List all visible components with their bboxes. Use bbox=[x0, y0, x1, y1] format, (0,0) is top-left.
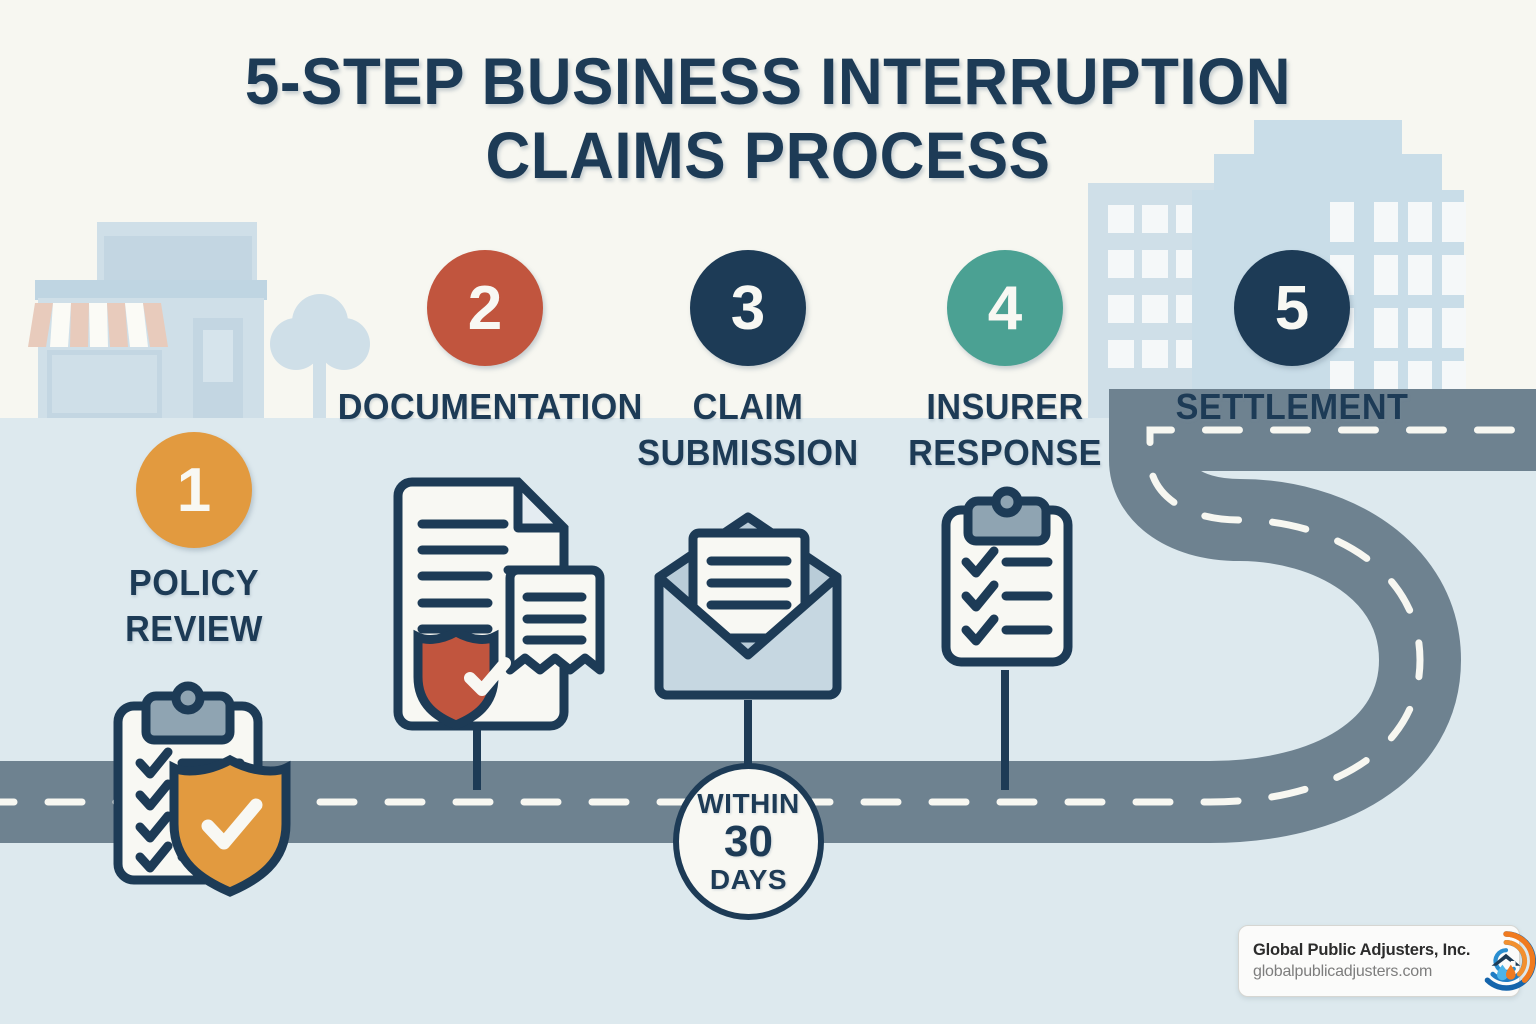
clipboard-checklist-icon bbox=[941, 486, 1073, 667]
step-1-number-circle[interactable]: 1 bbox=[136, 432, 252, 548]
document-receipt-shield-icon bbox=[393, 477, 605, 731]
tree-illustration bbox=[270, 294, 370, 418]
badge-number: 30 bbox=[724, 816, 773, 866]
step-4-label-line-2: RESPONSE bbox=[908, 432, 1102, 473]
step-3-label-line-2: SUBMISSION bbox=[637, 432, 859, 473]
storefront-illustration bbox=[28, 222, 267, 418]
step-2-label-line-1: DOCUMENTATION bbox=[337, 386, 643, 427]
step-3-label-line-1: CLAIM bbox=[692, 386, 804, 427]
step-5-number-circle[interactable]: 5 bbox=[1234, 250, 1350, 366]
title-line-2: CLAIMS PROCESS bbox=[485, 118, 1051, 192]
clipboard-shield-icon bbox=[113, 681, 291, 897]
step-4-label-line-1: INSURER bbox=[926, 386, 1084, 427]
badge-top-text: WITHIN bbox=[697, 787, 800, 819]
swoosh-house-logo-icon bbox=[1484, 931, 1536, 991]
company-name: Global Public Adjusters, Inc. bbox=[1253, 941, 1471, 959]
brand-text-block: Global Public Adjusters, Inc. globalpubl… bbox=[1253, 939, 1470, 983]
badge-bottom-text: DAYS bbox=[709, 863, 788, 895]
step-1-label-line-2: REVIEW bbox=[125, 608, 263, 649]
company-website: globalpublicadjusters.com bbox=[1253, 963, 1433, 980]
step-3-number-circle[interactable]: 3 bbox=[690, 250, 806, 366]
step-2-number-circle[interactable]: 2 bbox=[427, 250, 543, 366]
title-line-1: 5-STEP BUSINESS INTERRUPTION bbox=[244, 44, 1292, 118]
step-5-label-line-1: SETTLEMENT bbox=[1175, 386, 1409, 427]
within-30-days-badge: WITHIN 30 DAYS bbox=[673, 763, 824, 920]
step-4-number-circle[interactable]: 4 bbox=[947, 250, 1063, 366]
step-4-label: INSURER RESPONSE bbox=[886, 384, 1124, 476]
step-1-label: POLICY REVIEW bbox=[80, 560, 308, 652]
winding-road-illustration bbox=[0, 389, 1536, 843]
brand-logo-card[interactable]: Global Public Adjusters, Inc. globalpubl… bbox=[1238, 925, 1536, 997]
step-2-label: DOCUMENTATION bbox=[337, 384, 643, 430]
page-title: 5-STEP BUSINESS INTERRUPTION CLAIMS PROC… bbox=[46, 44, 1490, 192]
step-5-label: SETTLEMENT bbox=[1162, 384, 1422, 430]
step-3-label: CLAIM SUBMISSION bbox=[622, 384, 875, 476]
open-envelope-icon bbox=[654, 512, 842, 700]
step-1-label-line-1: POLICY bbox=[128, 562, 260, 603]
